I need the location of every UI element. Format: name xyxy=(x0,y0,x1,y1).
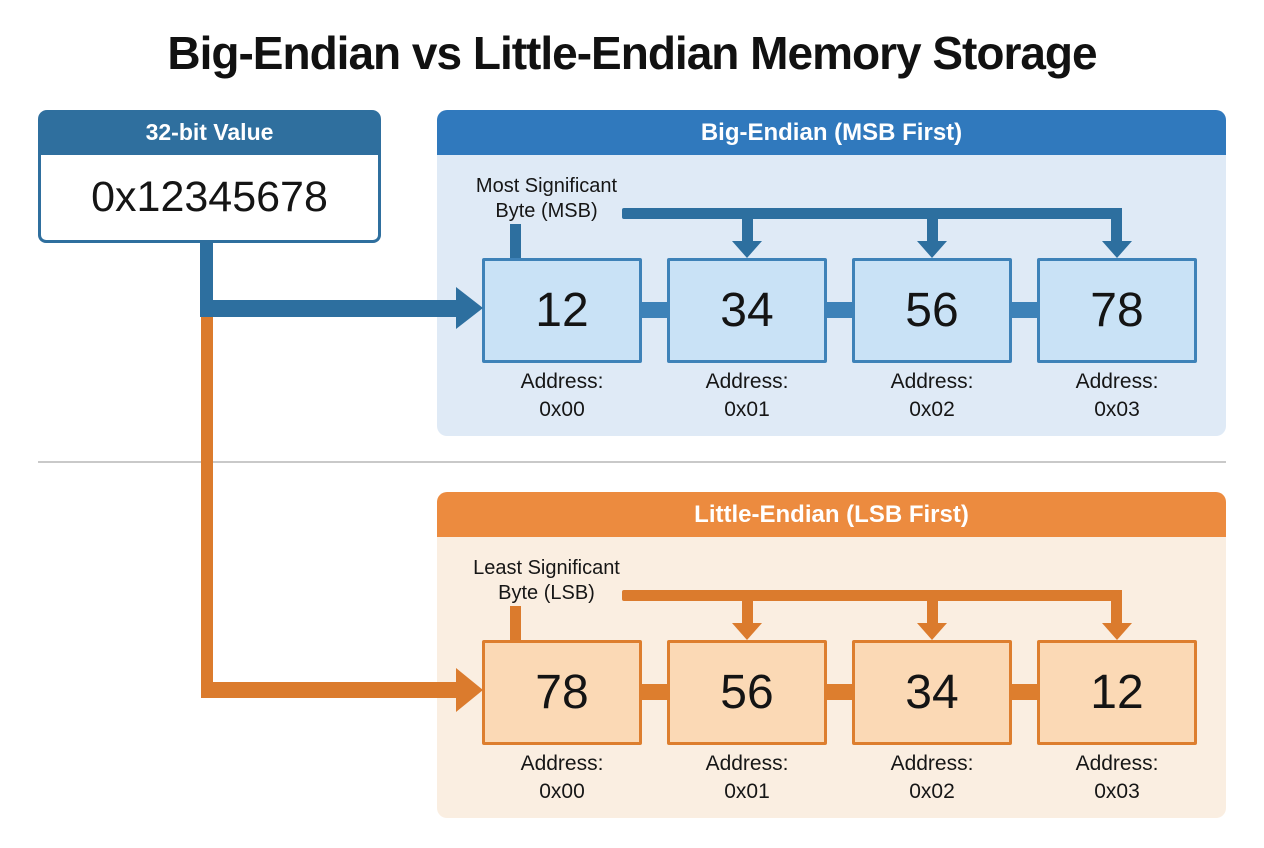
arrow-down-icon xyxy=(732,241,762,258)
byte-box: 56 xyxy=(852,258,1012,363)
arrow-down-icon xyxy=(732,623,762,640)
distribution-stub xyxy=(742,590,753,624)
page-title: Big-Endian vs Little-Endian Memory Stora… xyxy=(167,27,1097,79)
byte-value: 78 xyxy=(535,666,589,719)
byte-box: 78 xyxy=(482,640,642,745)
msb-label-line1: Most Significant xyxy=(475,175,618,197)
distribution-stub xyxy=(927,590,938,624)
byte-value: 34 xyxy=(720,284,774,337)
byte-connector xyxy=(1012,302,1037,318)
byte-box: 12 xyxy=(482,258,642,363)
address-label: Address: 0x03 xyxy=(1037,368,1197,424)
address-value: 0x02 xyxy=(909,398,955,421)
lsb-label: Least Significant Byte (LSB) xyxy=(449,556,644,606)
address-label: Address: 0x00 xyxy=(482,368,642,424)
byte-connector xyxy=(642,684,667,700)
byte-value: 12 xyxy=(1090,666,1144,719)
byte-box: 78 xyxy=(1037,258,1197,363)
msb-label-line2: Byte (MSB) xyxy=(495,200,598,222)
address-label: Address: 0x00 xyxy=(482,750,642,806)
distribution-stub xyxy=(1111,590,1122,624)
address-title: Address: xyxy=(1075,752,1159,775)
big-endian-panel: Big-Endian (MSB First) Most Significant … xyxy=(437,110,1226,436)
big-endian-panel-header: Big-Endian (MSB First) xyxy=(437,110,1226,155)
byte-connector xyxy=(827,302,852,318)
lsb-label-line2: Byte (LSB) xyxy=(498,582,595,604)
value-box: 32-bit Value 0x12345678 xyxy=(38,110,381,243)
lsb-label-line1: Least Significant xyxy=(473,557,620,579)
byte-box: 56 xyxy=(667,640,827,745)
byte-connector xyxy=(642,302,667,318)
address-title: Address: xyxy=(705,752,789,775)
flow-line-blue-horizontal xyxy=(200,300,456,317)
address-value: 0x03 xyxy=(1094,398,1140,421)
address-value: 0x00 xyxy=(539,780,585,803)
address-label: Address: 0x02 xyxy=(852,368,1012,424)
flow-line-orange-vertical xyxy=(201,317,213,683)
flow-line-blue-vertical xyxy=(200,242,213,317)
msb-to-first-byte-line xyxy=(510,224,521,259)
address-value: 0x00 xyxy=(539,398,585,421)
msb-label: Most Significant Byte (MSB) xyxy=(449,174,644,224)
address-value: 0x01 xyxy=(724,398,770,421)
lsb-distribution-line xyxy=(622,590,1122,601)
lsb-to-first-byte-line xyxy=(510,606,521,641)
address-value: 0x01 xyxy=(724,780,770,803)
address-label: Address: 0x01 xyxy=(667,368,827,424)
address-label: Address: 0x02 xyxy=(852,750,1012,806)
arrow-right-icon xyxy=(456,287,483,329)
little-endian-panel-header: Little-Endian (LSB First) xyxy=(437,492,1226,537)
flow-line-orange-horizontal xyxy=(201,682,456,698)
little-endian-panel: Little-Endian (LSB First) Least Signific… xyxy=(437,492,1226,818)
value-box-header: 32-bit Value xyxy=(38,110,381,155)
arrow-down-icon xyxy=(917,241,947,258)
section-divider xyxy=(38,461,1226,463)
address-title: Address: xyxy=(890,370,974,393)
byte-value: 56 xyxy=(905,284,959,337)
byte-value: 12 xyxy=(535,284,589,337)
address-value: 0x03 xyxy=(1094,780,1140,803)
address-label: Address: 0x03 xyxy=(1037,750,1197,806)
byte-connector xyxy=(827,684,852,700)
address-title: Address: xyxy=(1075,370,1159,393)
byte-value: 78 xyxy=(1090,284,1144,337)
byte-box: 12 xyxy=(1037,640,1197,745)
distribution-stub xyxy=(1111,208,1122,242)
byte-value: 56 xyxy=(720,666,774,719)
byte-box: 34 xyxy=(852,640,1012,745)
value-box-value: 0x12345678 xyxy=(38,155,381,243)
arrow-down-icon xyxy=(917,623,947,640)
byte-box: 34 xyxy=(667,258,827,363)
address-value: 0x02 xyxy=(909,780,955,803)
arrow-right-icon xyxy=(456,668,483,712)
byte-value: 34 xyxy=(905,666,959,719)
arrow-down-icon xyxy=(1102,623,1132,640)
address-label: Address: 0x01 xyxy=(667,750,827,806)
address-title: Address: xyxy=(520,370,604,393)
byte-connector xyxy=(1012,684,1037,700)
address-title: Address: xyxy=(705,370,789,393)
distribution-stub xyxy=(742,208,753,242)
address-title: Address: xyxy=(520,752,604,775)
msb-distribution-line xyxy=(622,208,1122,219)
address-title: Address: xyxy=(890,752,974,775)
distribution-stub xyxy=(927,208,938,242)
arrow-down-icon xyxy=(1102,241,1132,258)
